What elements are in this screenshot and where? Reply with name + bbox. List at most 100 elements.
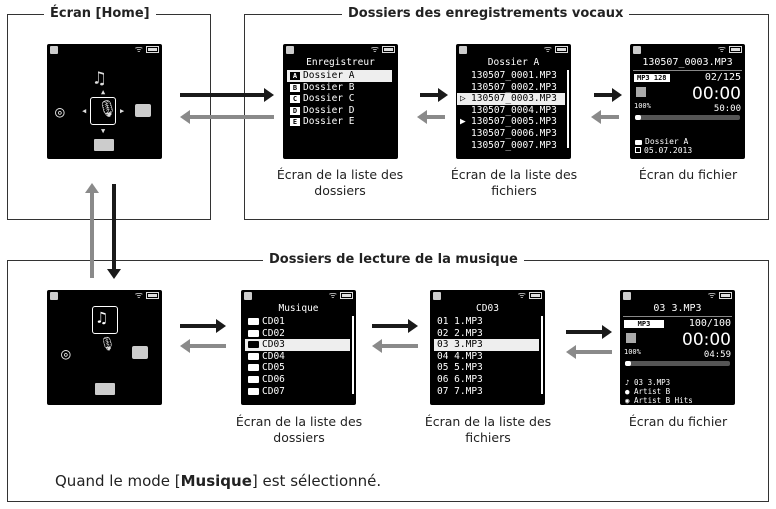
caption-music-folder-list: Écran de la liste des dossiers	[235, 414, 363, 445]
podcast-icon: ◎	[61, 344, 71, 363]
folder-icon	[248, 352, 259, 360]
arrow-right	[372, 319, 418, 333]
music-note-icon: ♫	[97, 308, 107, 327]
progress-bar	[625, 361, 730, 366]
folder-letter-badge: C	[290, 95, 300, 104]
list-item: CD06	[245, 374, 350, 386]
list-item-label: 130507_0007.MP3	[471, 139, 557, 151]
wifi-icon: ᯤ	[717, 45, 726, 55]
folder-letter-badge: D	[290, 106, 300, 115]
list-item-label: Dossier A	[303, 70, 355, 81]
list-item-label: Dossier C	[303, 93, 355, 105]
folder-letter-badge: B	[290, 83, 300, 92]
disc-icon: ◉	[625, 396, 635, 405]
home-screen-music: ᯤ ♫ 🎙 ◎	[47, 290, 162, 405]
wifi-icon: ᯤ	[328, 291, 337, 301]
list-item: CD07	[245, 386, 350, 398]
total-time: 04:59	[703, 350, 731, 360]
battery-icon	[382, 46, 395, 53]
list-item: ▶130507_0005.MP3	[457, 116, 565, 128]
wifi-icon: ᯤ	[134, 45, 143, 55]
wifi-icon: ᯤ	[543, 45, 552, 55]
wifi-icon: ᯤ	[134, 291, 143, 301]
voice-file-screen: ᯤ 130507_0003.MP3 MP3 128 02/125 00:00 1…	[630, 44, 745, 159]
briefcase-icon	[132, 346, 148, 359]
caption-voice-folder-list: Écran de la liste des dossiers	[276, 167, 404, 198]
file-title: 130507_0003.MP3	[642, 57, 733, 68]
battery-icon	[146, 46, 159, 53]
list-item-label: 07 7.MP3	[437, 385, 483, 397]
list-item-label: 02 2.MP3	[437, 327, 483, 339]
briefcase-icon	[135, 104, 151, 117]
mic-status-icon	[50, 46, 58, 54]
wifi-icon: ᯤ	[517, 291, 526, 301]
file-title: 03 3.MP3	[653, 303, 702, 314]
list-item: 04 4.MP3	[434, 351, 539, 363]
volume-level: 100%	[634, 102, 651, 110]
battery-icon	[340, 292, 353, 299]
arrow-left	[180, 339, 226, 353]
progress-bar	[635, 115, 740, 120]
folder-letter-badge: E	[290, 118, 300, 127]
folder-icon	[248, 341, 259, 349]
volume-icon	[626, 333, 636, 343]
list-item-label: 130507_0005.MP3	[471, 116, 557, 128]
list-item: 130507_0007.MP3	[457, 140, 565, 152]
file-count: 02/125	[704, 72, 741, 83]
arrow-up	[85, 183, 99, 278]
list-item-label: 01 1.MP3	[437, 316, 483, 327]
mic-status-icon	[623, 292, 631, 300]
calendar-icon	[635, 147, 641, 153]
file-count: 100/100	[688, 318, 731, 329]
list-item-label: 130507_0006.MP3	[471, 127, 557, 139]
list-item: 02 2.MP3	[434, 328, 539, 340]
list-item: CD05	[245, 362, 350, 374]
list-item: CD01	[245, 316, 350, 328]
list-item-label: Dossier E	[303, 116, 355, 128]
total-time: 50:00	[713, 104, 741, 114]
music-note-icon: ♫	[94, 68, 105, 89]
list-item-label: CD03	[262, 339, 285, 351]
list-item-label: CD07	[262, 385, 285, 397]
chevron-down-icon: ▼	[101, 127, 106, 135]
arrow-right	[594, 88, 622, 102]
screen-title: CD03	[476, 303, 499, 314]
chevron-up-icon: ▲	[101, 88, 106, 96]
arrow-right	[566, 325, 612, 339]
list-item: CD04	[245, 351, 350, 363]
list-item-label: CD02	[262, 327, 285, 339]
arrow-left	[591, 110, 619, 124]
elapsed-time: 00:00	[692, 84, 741, 104]
folder-icon	[248, 364, 259, 372]
list-item-label: 04 4.MP3	[437, 350, 483, 362]
list-item-label: 130507_0004.MP3	[471, 104, 557, 116]
album-line: ◉ Artist B Hits	[625, 396, 693, 405]
chevron-right-icon: ▶	[120, 107, 125, 115]
list-item: 130507_0006.MP3	[457, 128, 565, 140]
arrow-right	[180, 88, 274, 102]
selected-mode-box	[92, 306, 118, 334]
caption-music-file-list: Écran de la liste des fichiers	[424, 414, 552, 445]
arrow-down	[107, 184, 121, 279]
home-screen-voice: ᯤ ♫ ▲ 🎙 ◀ ▶ ◎ ▼	[47, 44, 162, 159]
music-file-screen: ᯤ 03 3.MP3 MP3 100/100 00:00 100% 04:59 …	[620, 290, 735, 405]
screen-title: Musique	[278, 303, 319, 314]
track-line: ♪ 03 3.MP3	[625, 378, 671, 387]
list-item: 130507_0004.MP3	[457, 105, 565, 117]
divider	[633, 70, 742, 71]
battery-icon	[146, 292, 159, 299]
folder-icon	[248, 329, 259, 337]
arrow-left	[180, 110, 274, 124]
list-item: 07 7.MP3	[434, 386, 539, 398]
battery-icon	[529, 292, 542, 299]
list-item: CD02	[245, 328, 350, 340]
